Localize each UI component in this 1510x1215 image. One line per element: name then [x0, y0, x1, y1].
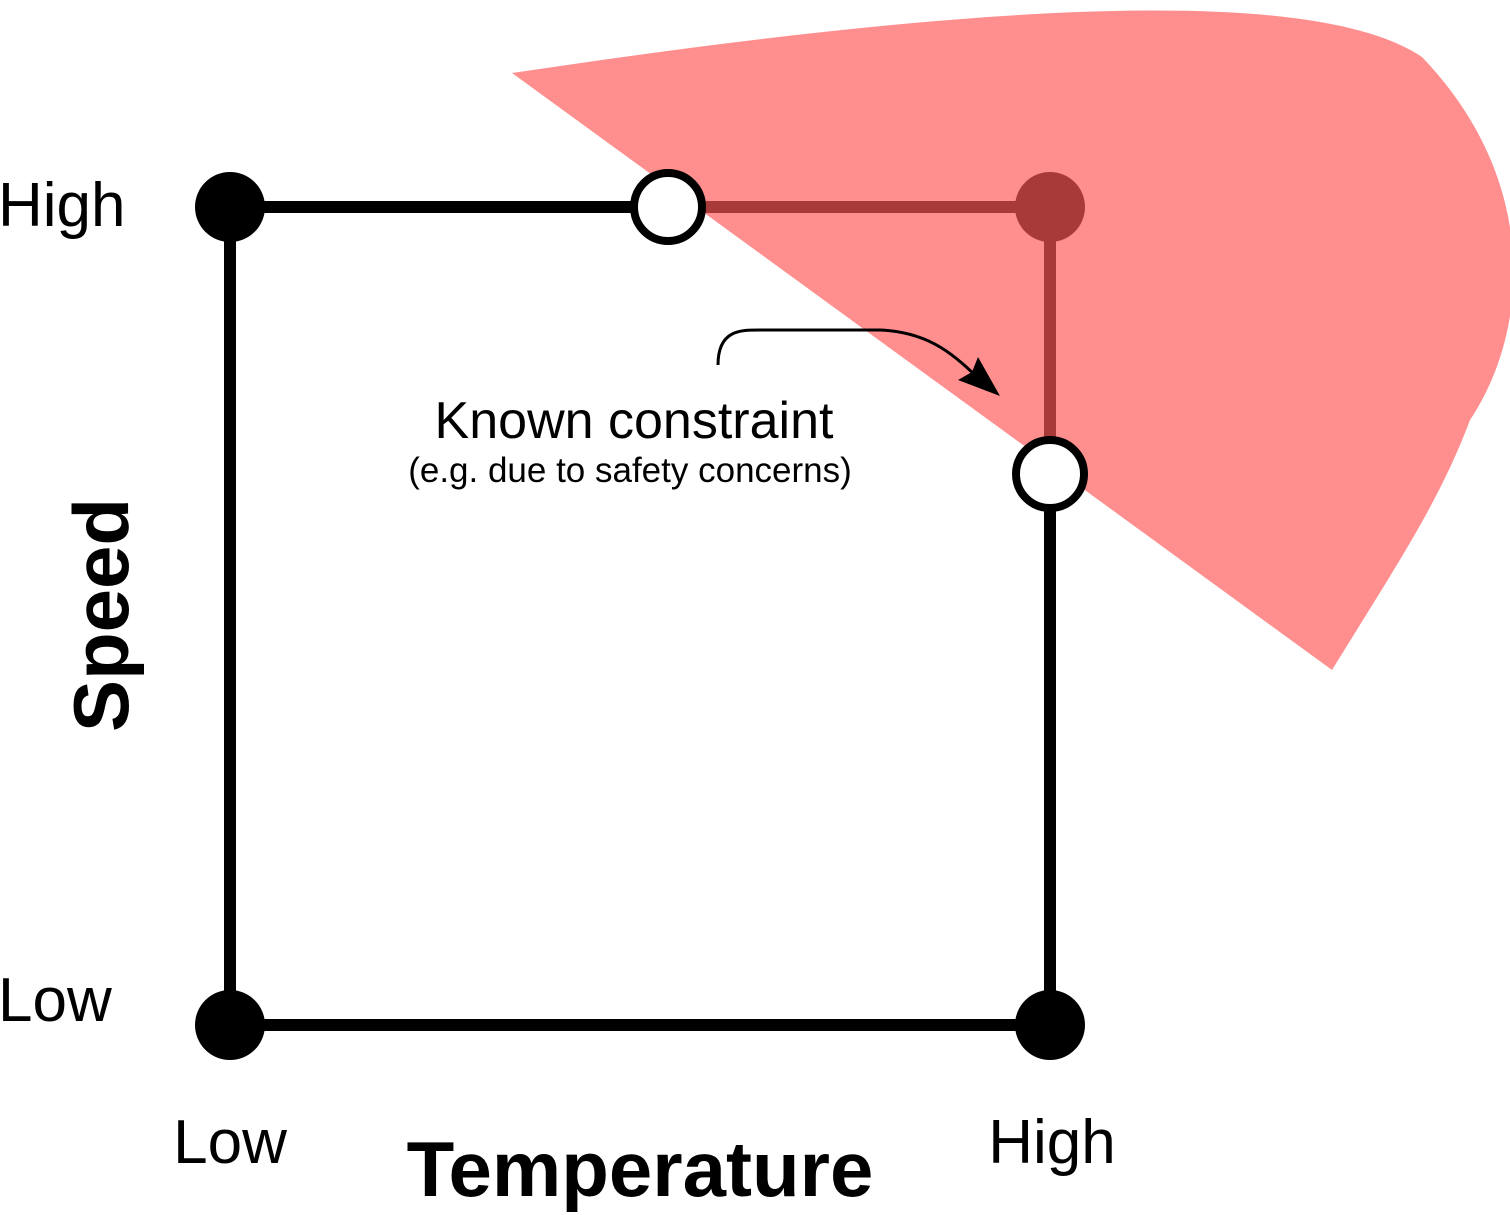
- corner-point-low-high: [195, 172, 265, 242]
- constraint-boundary-point-top: [630, 169, 706, 245]
- annotation-subtitle: (e.g. due to safety concerns): [408, 451, 852, 490]
- annotation-arrow: [716, 328, 987, 387]
- constraint-boundary-point-right: [1012, 436, 1088, 512]
- y-tick-high: High: [0, 171, 126, 240]
- x-axis-title: Temperature: [407, 1125, 874, 1213]
- corner-point-high-low: [1015, 990, 1085, 1060]
- arrow-head-icon: [958, 357, 1000, 396]
- excluded-corner-point-high-high: [1015, 172, 1085, 242]
- annotation-title: Known constraint: [435, 392, 834, 450]
- y-axis-title: Speed: [57, 498, 145, 732]
- constraint-region: [512, 10, 1510, 670]
- x-tick-high: High: [988, 1108, 1116, 1177]
- x-tick-low: Low: [173, 1108, 287, 1177]
- y-tick-low: Low: [0, 966, 112, 1035]
- corner-point-low-low: [195, 990, 265, 1060]
